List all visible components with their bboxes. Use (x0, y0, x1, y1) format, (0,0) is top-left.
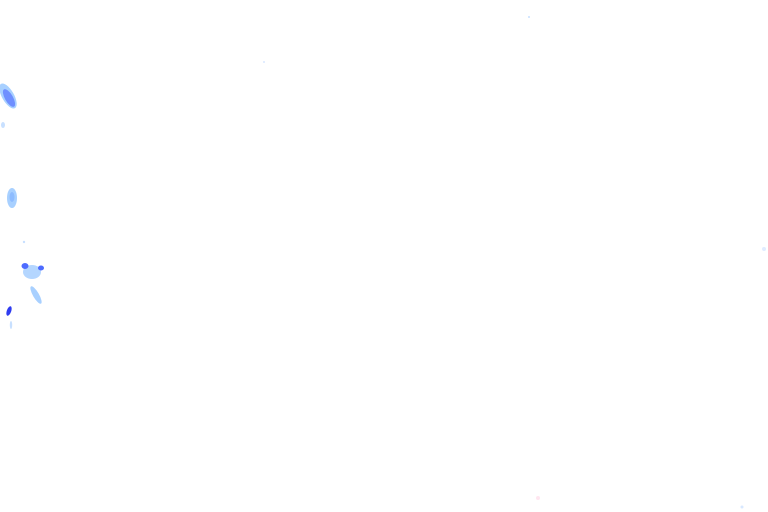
precip-trace-specks (263, 16, 766, 509)
precip-cell-south (6, 306, 13, 329)
precip-cell-southwest (21, 263, 44, 304)
precip-cell-west (7, 188, 26, 244)
precip-cell-northwest (0, 83, 17, 128)
